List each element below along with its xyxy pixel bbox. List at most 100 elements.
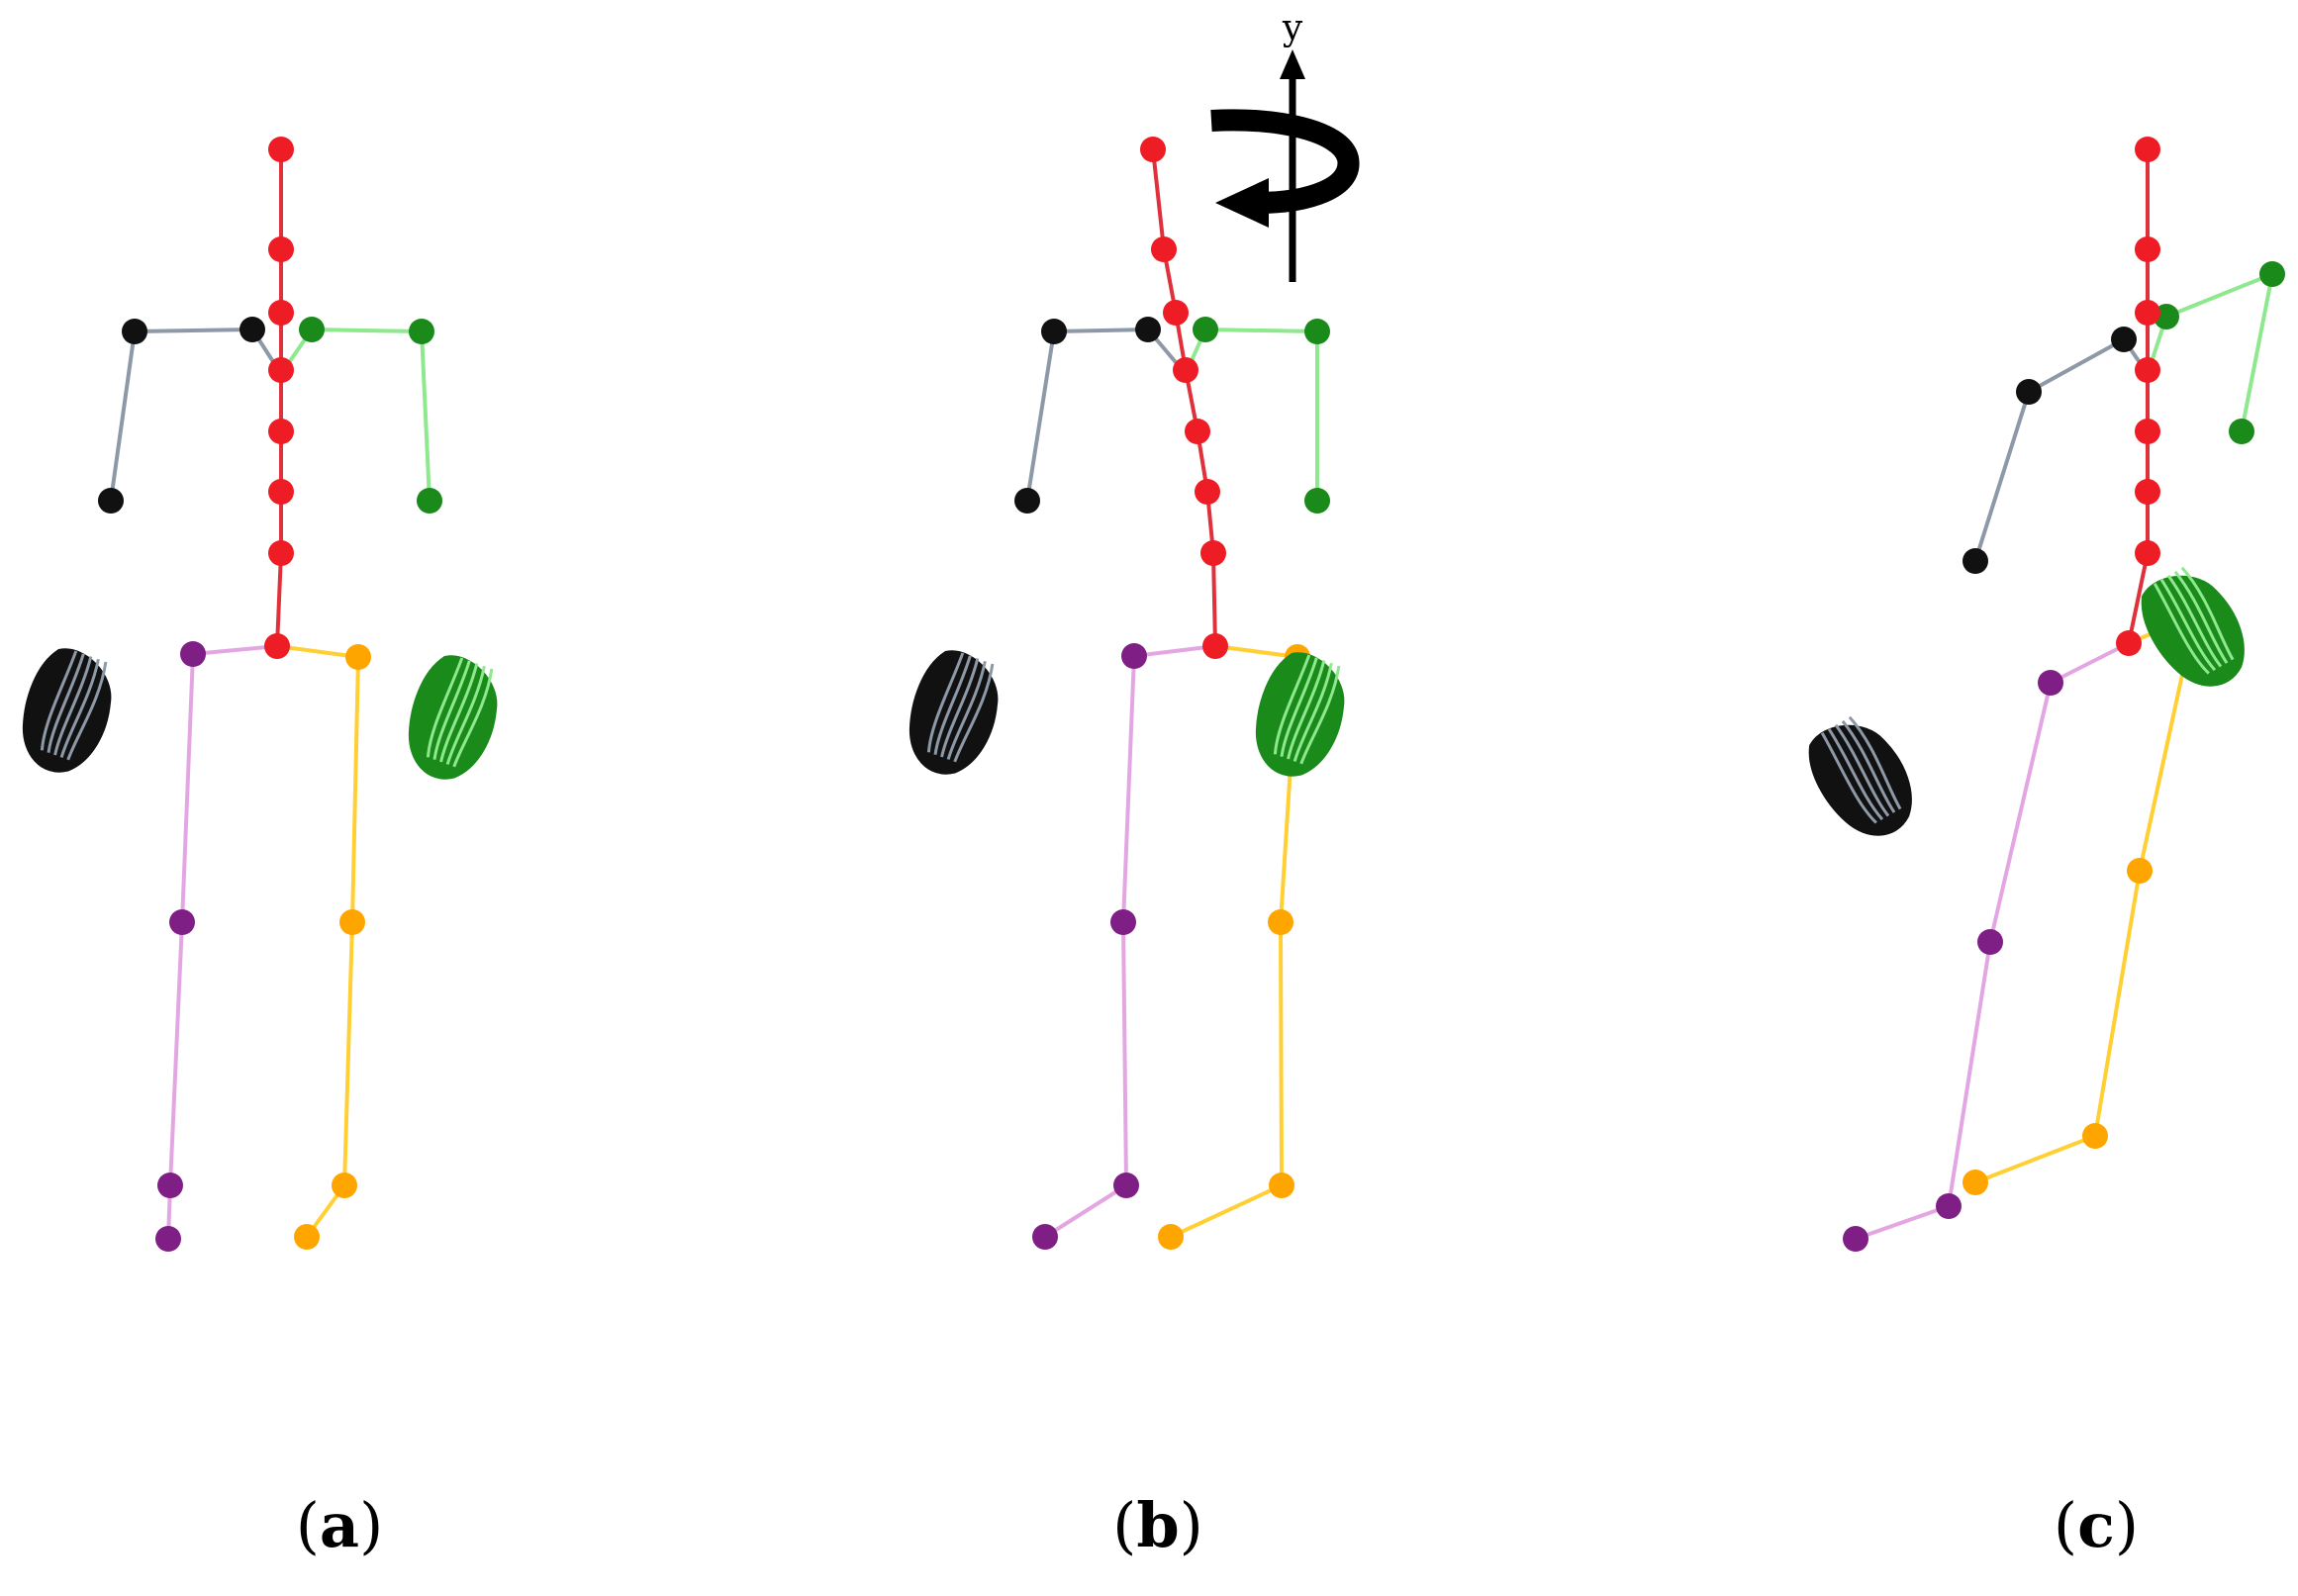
spine-joint	[2135, 236, 2160, 262]
right-leg-joint	[1110, 909, 1136, 935]
left-arm-bones	[1184, 328, 1319, 501]
left-leg-joint	[1268, 909, 1293, 935]
left-arm-bones	[279, 328, 431, 502]
y-axis-arrow-head	[1280, 49, 1305, 79]
right-leg-joint	[2038, 670, 2063, 696]
left-leg-joint	[294, 1224, 320, 1250]
right-leg-joint	[1977, 929, 2003, 955]
spine-joint	[2116, 630, 2142, 656]
y-axis-label: y	[1282, 8, 1303, 48]
caption-b-letter: b	[1136, 1489, 1180, 1561]
right-arm-joint	[1014, 488, 1040, 514]
spine-joint	[1163, 300, 1189, 326]
left-hand-icon	[1255, 652, 1345, 777]
right-hand-icon-finger	[946, 660, 987, 760]
spine-bones	[275, 149, 283, 647]
right-hand-icon-finger	[933, 655, 972, 755]
left-hand-icon-finger	[2180, 566, 2235, 661]
left-arm-joint	[1193, 317, 1218, 342]
left-hand-icon-finger	[1273, 654, 1311, 755]
left-hand-icon-finger	[1299, 665, 1341, 765]
spine-joint	[1185, 419, 1210, 444]
right-leg-joint	[1032, 1224, 1058, 1250]
right-hand-icon-finger	[940, 658, 980, 758]
left-hand-icon-finger	[432, 660, 471, 760]
spine-joint	[268, 419, 294, 444]
left-leg-joint	[332, 1173, 357, 1198]
rotation-arc-icon	[1210, 109, 1360, 214]
right-hand-icon-finger	[40, 650, 78, 751]
left-hand-icon-finger	[1287, 660, 1326, 760]
right-hand-icon-finger	[1820, 732, 1877, 824]
left-arm-bones	[2146, 272, 2274, 432]
left-hand-icon	[2141, 566, 2245, 687]
spine-joint	[2135, 479, 2160, 505]
left-leg-bones	[1974, 613, 2197, 1184]
caption-a-letter: a	[319, 1489, 360, 1561]
spine-joint	[1140, 137, 1166, 162]
left-leg-joint	[1158, 1224, 1184, 1250]
right-leg-bones	[166, 644, 278, 1240]
right-hand-icon-finger	[1848, 715, 1902, 810]
left-arm-joint	[1304, 319, 1330, 344]
right-arm-joint	[239, 317, 265, 342]
spine-joint	[2135, 540, 2160, 566]
right-leg-joint	[169, 909, 195, 935]
right-arm-bones	[109, 328, 283, 502]
left-arm-joint	[2259, 261, 2285, 287]
skeleton-panel-a	[22, 137, 498, 1252]
right-hand-icon-finger	[1827, 727, 1884, 821]
skeleton-panel-b	[909, 137, 1345, 1250]
spine-joint	[2135, 357, 2160, 383]
caption-a: (a)	[295, 1489, 384, 1561]
right-hand-icon-finger	[53, 656, 93, 756]
left-hand-icon-finger	[2153, 583, 2210, 675]
left-leg-joint	[339, 909, 365, 935]
caption-c: (c)	[2053, 1489, 2140, 1561]
right-hand-icon	[909, 650, 999, 775]
right-hand-icon	[22, 648, 112, 773]
left-arm-joint	[2229, 419, 2254, 444]
right-leg-joint	[1843, 1226, 1868, 1252]
right-leg-joint	[1121, 643, 1147, 669]
y-axis-rotation-icon: y	[1210, 8, 1360, 282]
spine-bones	[1151, 148, 1217, 647]
left-hand-icon	[408, 655, 498, 780]
left-hand-icon-finger	[1280, 657, 1318, 757]
left-arm-joint	[299, 317, 325, 342]
left-hand-icon-finger	[445, 665, 486, 765]
right-arm-joint	[1135, 317, 1161, 342]
left-leg-joint	[345, 644, 371, 670]
left-leg-joint	[2127, 858, 2153, 884]
spine-joint	[1202, 633, 1228, 659]
left-hand-icon-finger	[439, 663, 479, 763]
right-hand-icon-finger	[953, 663, 995, 763]
left-hand-icon-finger	[2166, 574, 2223, 668]
spine-joint	[1200, 540, 1226, 566]
left-arm-joint	[409, 319, 434, 344]
spine-joint	[2135, 419, 2160, 444]
right-arm-bones	[1025, 328, 1188, 502]
left-hand-icon-finger	[1293, 662, 1333, 762]
left-arm-joint	[417, 488, 442, 514]
spine-joint	[268, 357, 294, 383]
left-leg-bones	[276, 644, 360, 1239]
spine-bones	[2127, 149, 2150, 644]
right-leg-joint	[180, 641, 206, 667]
right-arm-bones	[1973, 337, 2150, 562]
right-hand-icon-finger	[59, 658, 100, 758]
spine-joint	[1151, 236, 1177, 262]
left-hand-icon-finger	[2173, 570, 2229, 664]
spine-joint	[268, 479, 294, 505]
right-hand-icon-finger	[1841, 719, 1896, 813]
spine-joint	[268, 236, 294, 262]
spine-joint	[264, 633, 290, 659]
right-arm-joint	[1963, 548, 1988, 574]
right-arm-joint	[122, 319, 147, 344]
left-hand-icon-finger	[426, 657, 464, 758]
right-leg-joint	[155, 1226, 181, 1252]
left-arm-joint	[1304, 488, 1330, 514]
right-leg-bones	[1043, 644, 1216, 1239]
right-hand-icon-finger	[66, 661, 108, 761]
right-hand-icon-finger	[926, 652, 965, 753]
